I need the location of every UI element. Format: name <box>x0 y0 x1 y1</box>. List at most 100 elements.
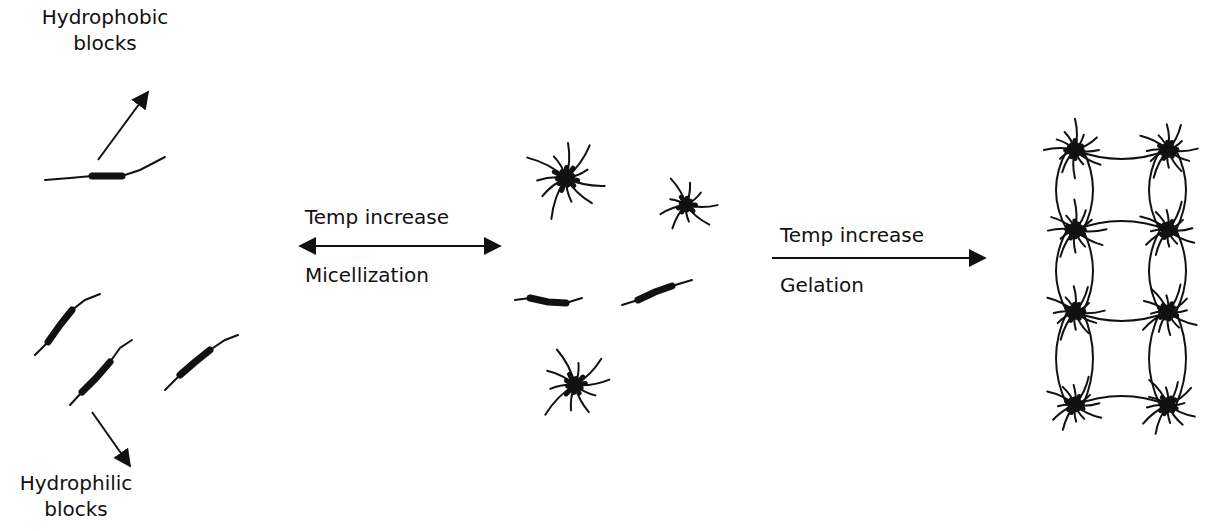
stroke <box>672 205 686 228</box>
stroke <box>1168 125 1181 150</box>
stroke <box>1075 309 1084 314</box>
stroke <box>1075 312 1081 315</box>
stroke <box>1168 230 1194 243</box>
stroke <box>1167 312 1170 335</box>
stroke <box>1168 150 1174 153</box>
stroke <box>661 205 687 214</box>
stroke <box>1075 405 1083 409</box>
stroke <box>45 157 165 180</box>
stroke <box>1075 287 1088 312</box>
stroke <box>671 179 686 205</box>
stroke <box>1083 230 1093 312</box>
stroke <box>1168 230 1177 244</box>
stroke <box>1156 230 1168 255</box>
stroke <box>1176 230 1186 312</box>
stroke <box>1176 150 1186 230</box>
stroke <box>35 294 100 355</box>
stroke <box>165 335 238 390</box>
stroke <box>1075 146 1082 150</box>
stroke <box>1075 150 1101 165</box>
stroke <box>1166 312 1172 319</box>
stroke <box>1168 285 1181 312</box>
stroke <box>542 178 566 196</box>
leader-arrow <box>98 92 148 160</box>
annotation-label: Hydrophobic blocks <box>30 4 180 56</box>
stroke <box>1061 312 1075 340</box>
annotation-label: Temp increase <box>305 204 505 230</box>
stroke <box>1075 312 1089 333</box>
stroke <box>1168 405 1195 417</box>
annotation-label: Temp increase <box>780 222 980 248</box>
stroke <box>575 385 589 412</box>
stroke <box>1168 382 1178 405</box>
stroke <box>1075 210 1086 230</box>
stroke <box>1140 217 1168 231</box>
stroke <box>70 340 132 405</box>
stroke <box>575 385 581 388</box>
stroke <box>686 203 695 208</box>
stroke <box>547 371 575 385</box>
stroke <box>557 350 575 386</box>
stroke <box>1168 230 1171 234</box>
stroke <box>1075 312 1096 323</box>
stroke <box>566 178 605 186</box>
micelles <box>527 143 717 415</box>
leader-arrow <box>92 412 130 466</box>
stroke <box>575 359 601 385</box>
stroke <box>1149 380 1168 405</box>
stroke <box>1063 387 1075 405</box>
gel-network <box>1044 119 1198 434</box>
stroke <box>1075 230 1085 247</box>
stroke <box>686 183 690 205</box>
stroke <box>686 205 709 225</box>
stroke <box>1168 388 1191 405</box>
stroke <box>1047 392 1075 406</box>
stroke <box>1062 150 1075 172</box>
stroke <box>1156 405 1168 434</box>
stroke <box>180 350 210 375</box>
stroke <box>82 362 110 392</box>
process-arrow <box>300 245 500 247</box>
stroke <box>1058 312 1075 323</box>
stroke <box>566 168 573 178</box>
stroke <box>1149 397 1168 405</box>
annotation-label: Gelation <box>780 272 980 298</box>
stroke <box>1075 137 1097 150</box>
stroke <box>1168 150 1189 161</box>
stroke <box>1075 405 1101 418</box>
stroke <box>1168 147 1177 152</box>
stroke <box>1075 220 1092 230</box>
stroke <box>1063 405 1075 430</box>
stroke <box>1154 150 1168 178</box>
stroke <box>1152 290 1168 313</box>
stroke <box>1168 299 1187 312</box>
stroke <box>1075 229 1107 231</box>
stroke <box>92 173 122 180</box>
stroke <box>48 310 72 342</box>
stroke <box>1164 405 1168 414</box>
annotation-label: Micellization <box>305 262 505 288</box>
stroke <box>515 298 582 303</box>
stroke <box>1075 119 1077 150</box>
stroke <box>1143 405 1168 424</box>
stroke <box>566 170 588 178</box>
stroke <box>530 298 566 303</box>
annotation-label: Hydrophilic blocks <box>6 470 146 522</box>
stroke <box>1156 212 1168 230</box>
stroke <box>1168 312 1179 328</box>
stroke <box>1146 230 1168 245</box>
stroke <box>527 158 566 178</box>
stroke <box>1168 150 1182 171</box>
stroke <box>1051 217 1075 230</box>
stroke <box>1149 312 1160 405</box>
stroke <box>1060 230 1075 257</box>
stroke <box>1065 132 1075 150</box>
stroke <box>575 380 609 386</box>
stroke <box>566 176 573 179</box>
stroke <box>638 286 672 300</box>
process-arrow <box>772 257 985 259</box>
stroke <box>1168 405 1183 425</box>
stroke <box>1053 405 1075 420</box>
stroke <box>545 385 575 415</box>
